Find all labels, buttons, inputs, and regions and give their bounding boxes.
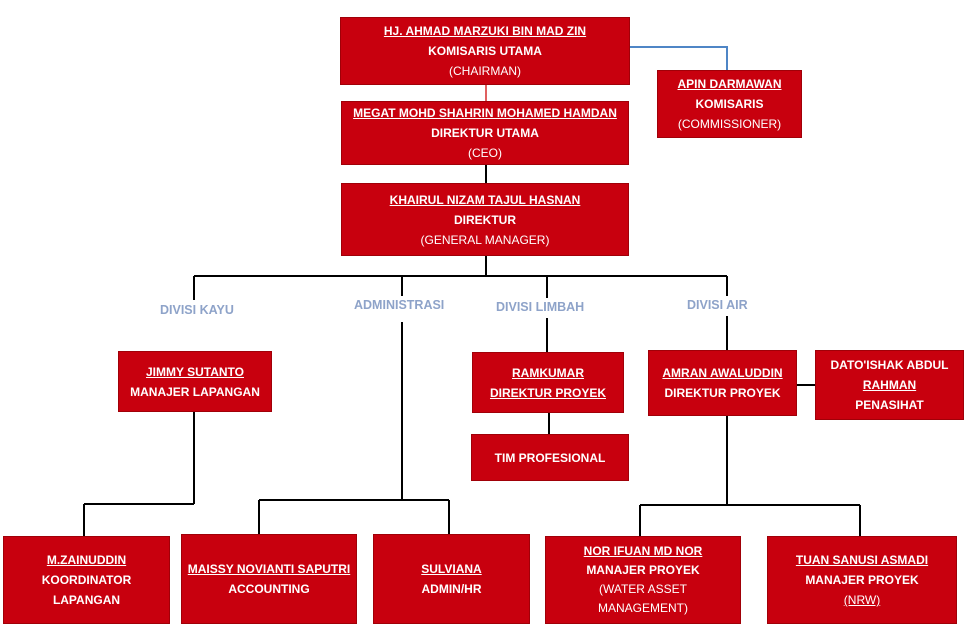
division-label-kayu: DIVISI KAYU: [157, 302, 237, 318]
wam-manager-name: NOR IFUAN MD NOR: [583, 544, 703, 558]
limbah-team-title: TIM PROFESIONAL: [494, 450, 606, 465]
admin-hr-name: SULVIANA: [421, 562, 482, 576]
kayu-coordinator-name: M.ZAINUDDIN: [46, 553, 127, 567]
chairman-subtitle: (CHAIRMAN): [449, 64, 521, 78]
nrw-manager-box: TUAN SANUSI ASMADI MANAJER PROYEK (NRW): [767, 536, 957, 624]
gm-name: KHAIRUL NIZAM TAJUL HASNAN: [389, 192, 581, 207]
admin-hr-title: ADMIN/HR: [421, 582, 482, 596]
commissioner-subtitle: (COMMISSIONER): [677, 117, 782, 131]
chairman-name: HJ. AHMAD MARZUKI BIN MAD ZIN: [383, 24, 587, 38]
kayu-manager-title: MANAJER LAPANGAN: [130, 384, 260, 399]
kayu-coordinator-title-line2: LAPANGAN: [52, 593, 121, 607]
wam-manager-title: MANAJER PROYEK: [586, 563, 700, 577]
gm-box: KHAIRUL NIZAM TAJUL HASNAN DIREKTUR (GEN…: [341, 183, 629, 256]
wam-manager-subtitle-line2: MANAGEMENT): [598, 601, 688, 615]
ceo-box: MEGAT MOHD SHAHRIN MOHAMED HAMDAN DIREKT…: [341, 101, 629, 165]
commissioner-title: KOMISARIS: [695, 97, 764, 111]
accounting-box: MAISSY NOVIANTI SAPUTRI ACCOUNTING: [181, 534, 357, 624]
gm-subtitle: (GENERAL MANAGER): [420, 232, 550, 247]
kayu-coordinator-title-line1: KOORDINATOR: [41, 573, 132, 587]
wam-manager-subtitle-line1: (WATER ASSET: [598, 582, 687, 596]
air-director-name: AMRAN AWALUDDIN: [662, 366, 783, 380]
limbah-director-title: DIREKTUR PROYEK: [489, 385, 606, 400]
chairman-title: KOMISARIS UTAMA: [428, 44, 542, 58]
commissioner-name: APIN DARMAWAN: [677, 77, 782, 91]
gm-title: DIREKTUR: [454, 212, 516, 227]
division-label-air: DIVISI AIR: [684, 297, 751, 313]
accounting-name: MAISSY NOVIANTI SAPUTRI: [187, 562, 351, 576]
nrw-manager-name: TUAN SANUSI ASMADI: [795, 553, 929, 567]
advisor-name-line2: RAHMAN: [862, 378, 917, 392]
air-director-title: DIREKTUR PROYEK: [664, 386, 781, 400]
ceo-subtitle: (CEO): [468, 146, 502, 160]
ceo-name: MEGAT MOHD SHAHRIN MOHAMED HAMDAN: [353, 106, 617, 120]
division-label-administrasi: ADMINISTRASI: [351, 297, 448, 313]
wam-manager-box: NOR IFUAN MD NOR MANAJER PROYEK (WATER A…: [545, 536, 741, 624]
limbah-director-box: RAMKUMAR DIREKTUR PROYEK: [472, 352, 624, 413]
limbah-director-name: RAMKUMAR: [512, 365, 584, 380]
chairman-box: HJ. AHMAD MARZUKI BIN MAD ZIN KOMISARIS …: [340, 17, 630, 85]
kayu-manager-name: JIMMY SUTANTO: [145, 364, 244, 379]
accounting-title: ACCOUNTING: [228, 582, 310, 596]
nrw-manager-subtitle: (NRW): [843, 593, 881, 607]
commissioner-box: APIN DARMAWAN KOMISARIS (COMMISSIONER): [657, 70, 802, 138]
kayu-manager-box: JIMMY SUTANTO MANAJER LAPANGAN: [118, 351, 272, 412]
advisor-title: PENASIHAT: [855, 398, 924, 412]
kayu-coordinator-box: M.ZAINUDDIN KOORDINATOR LAPANGAN: [3, 536, 170, 624]
advisor-name-line1: DATO'ISHAK ABDUL: [830, 358, 949, 372]
division-label-limbah: DIVISI LIMBAH: [493, 299, 588, 315]
ceo-title: DIREKTUR UTAMA: [431, 126, 539, 140]
advisor-box: DATO'ISHAK ABDUL RAHMAN PENASIHAT: [815, 350, 964, 420]
limbah-team-box: TIM PROFESIONAL: [471, 434, 629, 481]
admin-hr-box: SULVIANA ADMIN/HR: [373, 534, 530, 624]
air-director-box: AMRAN AWALUDDIN DIREKTUR PROYEK: [648, 350, 797, 416]
nrw-manager-title: MANAJER PROYEK: [805, 573, 919, 587]
